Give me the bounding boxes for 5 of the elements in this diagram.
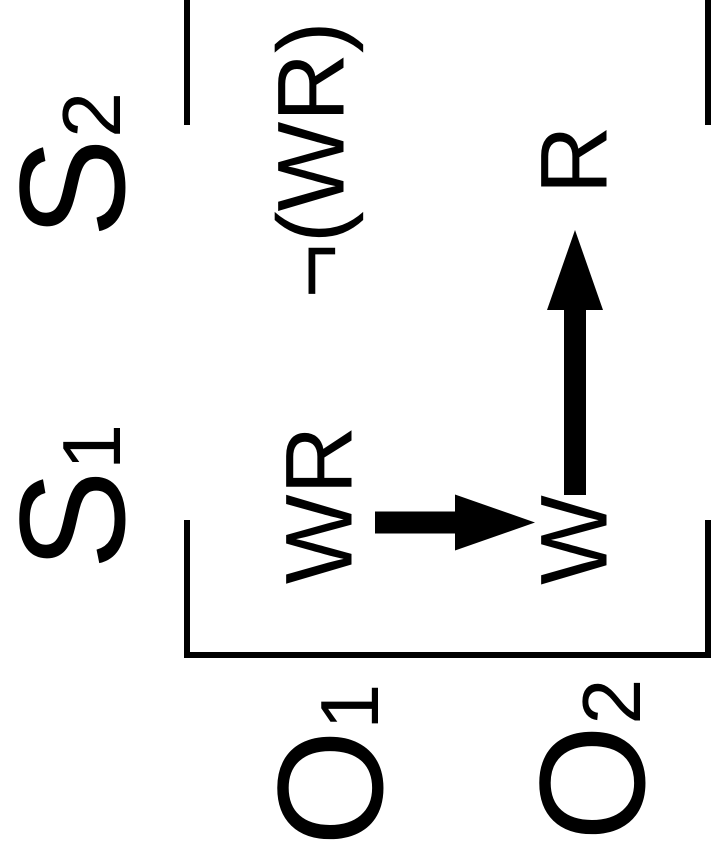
arrow <box>375 494 535 550</box>
arrow <box>547 230 603 495</box>
formula-text: R <box>528 126 622 194</box>
formula-text: WR <box>272 426 368 584</box>
formula-text: W <box>528 495 622 585</box>
